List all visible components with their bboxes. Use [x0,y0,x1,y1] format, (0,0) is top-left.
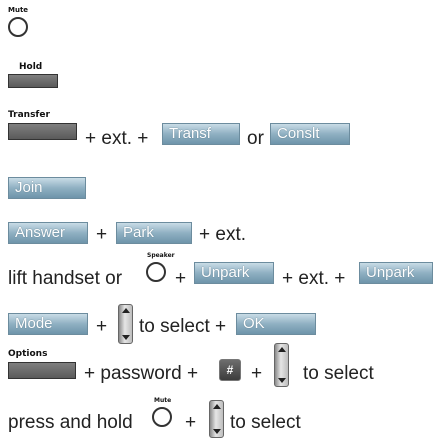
hold-label: Hold [19,62,43,72]
navigation-rocker-icon [209,400,224,438]
conslt-soft-key: Conslt [270,123,350,145]
options-hard-key [8,362,76,379]
answer-plus-text: + [96,224,108,245]
unpark-soft-key-second: Unpark [359,262,433,284]
mute-button-icon [152,407,172,427]
navigation-rocker-icon [274,343,289,387]
transf-soft-key: Transf [162,123,240,145]
speaker-button-icon [146,262,166,282]
transfer-plus-ext-text: + ext. + [85,128,149,149]
options-to-select-text: to select [303,363,374,384]
mute-label: Mute [8,6,29,14]
mode-plus-text: + [96,316,108,337]
options-label: Options [8,349,48,359]
mode-soft-key: Mode [8,313,88,335]
speaker-label: Speaker [147,252,175,259]
hold-hard-key [8,74,58,88]
transfer-hard-key [8,123,77,140]
mute-small-label: Mute [154,397,172,404]
press-hold-plus-text: + [185,412,197,433]
unpark-soft-key-first: Unpark [194,262,274,284]
press-and-hold-text: press and hold [8,412,133,433]
mute-button-icon [8,17,28,37]
navigation-rocker-icon [118,304,133,344]
options-plus-text: + [251,363,263,384]
hash-key-icon: # [219,359,241,381]
park-plus-ext-text: + ext. [199,224,246,245]
unpark-plus-text: + [175,268,187,289]
or-text: or [247,128,264,149]
unpark-plus-ext-text: + ext. + [282,268,346,289]
transfer-label: Transfer [8,110,50,120]
lift-handset-text: lift handset or [8,268,123,289]
plus-password-text: + password + [84,363,199,384]
ok-soft-key: OK [236,313,316,335]
to-select-plus-text: to select + [139,316,227,337]
park-soft-key: Park [116,222,192,244]
join-soft-key: Join [8,177,86,199]
press-hold-to-select-text: to select [230,412,301,433]
answer-soft-key: Answer [8,222,88,244]
